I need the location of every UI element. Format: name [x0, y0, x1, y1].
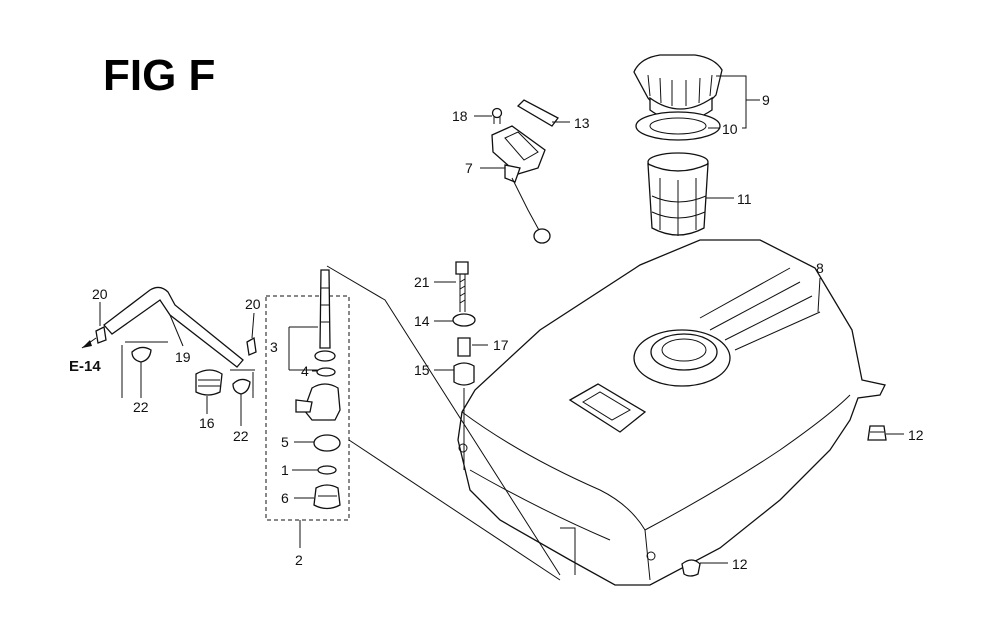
callout-22-left: 22	[133, 399, 149, 415]
filler-cap	[633, 54, 723, 122]
callout-20-left: 20	[92, 286, 108, 302]
cap-gasket	[635, 111, 721, 141]
tube-clip-right	[246, 336, 257, 356]
callout-4: 4	[301, 363, 309, 379]
mount-rubber	[452, 313, 476, 327]
fuel-cock-assembly	[265, 269, 350, 521]
leader-lines	[81, 75, 904, 564]
fuel-filter	[195, 369, 223, 396]
collar	[457, 337, 471, 357]
reference-e14: E-14	[69, 358, 101, 375]
tank-cap-nut	[867, 425, 887, 441]
callout-1: 1	[281, 462, 289, 478]
callout-10: 10	[722, 121, 738, 137]
callout-11: 11	[737, 191, 752, 207]
callout-20-right: 20	[245, 296, 261, 312]
callout-16: 16	[199, 415, 215, 431]
gauge-plate	[516, 99, 559, 127]
explode-line-top	[326, 265, 561, 576]
callout-5: 5	[281, 434, 289, 450]
explode-line-bottom	[348, 439, 561, 581]
tube-band-right	[232, 378, 251, 395]
fuel-tube	[103, 286, 244, 368]
fuel-strainer	[647, 152, 709, 236]
callout-14: 14	[414, 313, 430, 329]
callout-19: 19	[175, 349, 191, 365]
callout-3: 3	[270, 339, 278, 355]
callout-7: 7	[465, 160, 473, 176]
callout-15: 15	[414, 362, 430, 378]
tank-cushion	[453, 362, 475, 386]
gauge-screw	[491, 107, 503, 124]
callout-2: 2	[295, 552, 303, 568]
callout-12-right: 12	[908, 427, 924, 443]
tube-clip-left	[95, 326, 107, 344]
group-brackets	[121, 341, 255, 398]
callout-17: 17	[493, 337, 509, 353]
callout-18: 18	[452, 108, 468, 124]
callout-8: 8	[816, 260, 824, 276]
tank-nut-lower	[681, 559, 701, 577]
tube-band-left	[131, 346, 152, 363]
callout-13: 13	[574, 115, 590, 131]
fuel-gauge	[491, 125, 551, 244]
callout-6: 6	[281, 490, 289, 506]
mount-bolt	[455, 261, 469, 312]
fuel-tank	[457, 239, 886, 586]
figure-title: FIG F	[103, 51, 216, 100]
callout-22-right: 22	[233, 428, 249, 444]
callout-21: 21	[414, 274, 430, 290]
callout-12-lower: 12	[732, 556, 748, 572]
callout-9: 9	[762, 92, 770, 108]
